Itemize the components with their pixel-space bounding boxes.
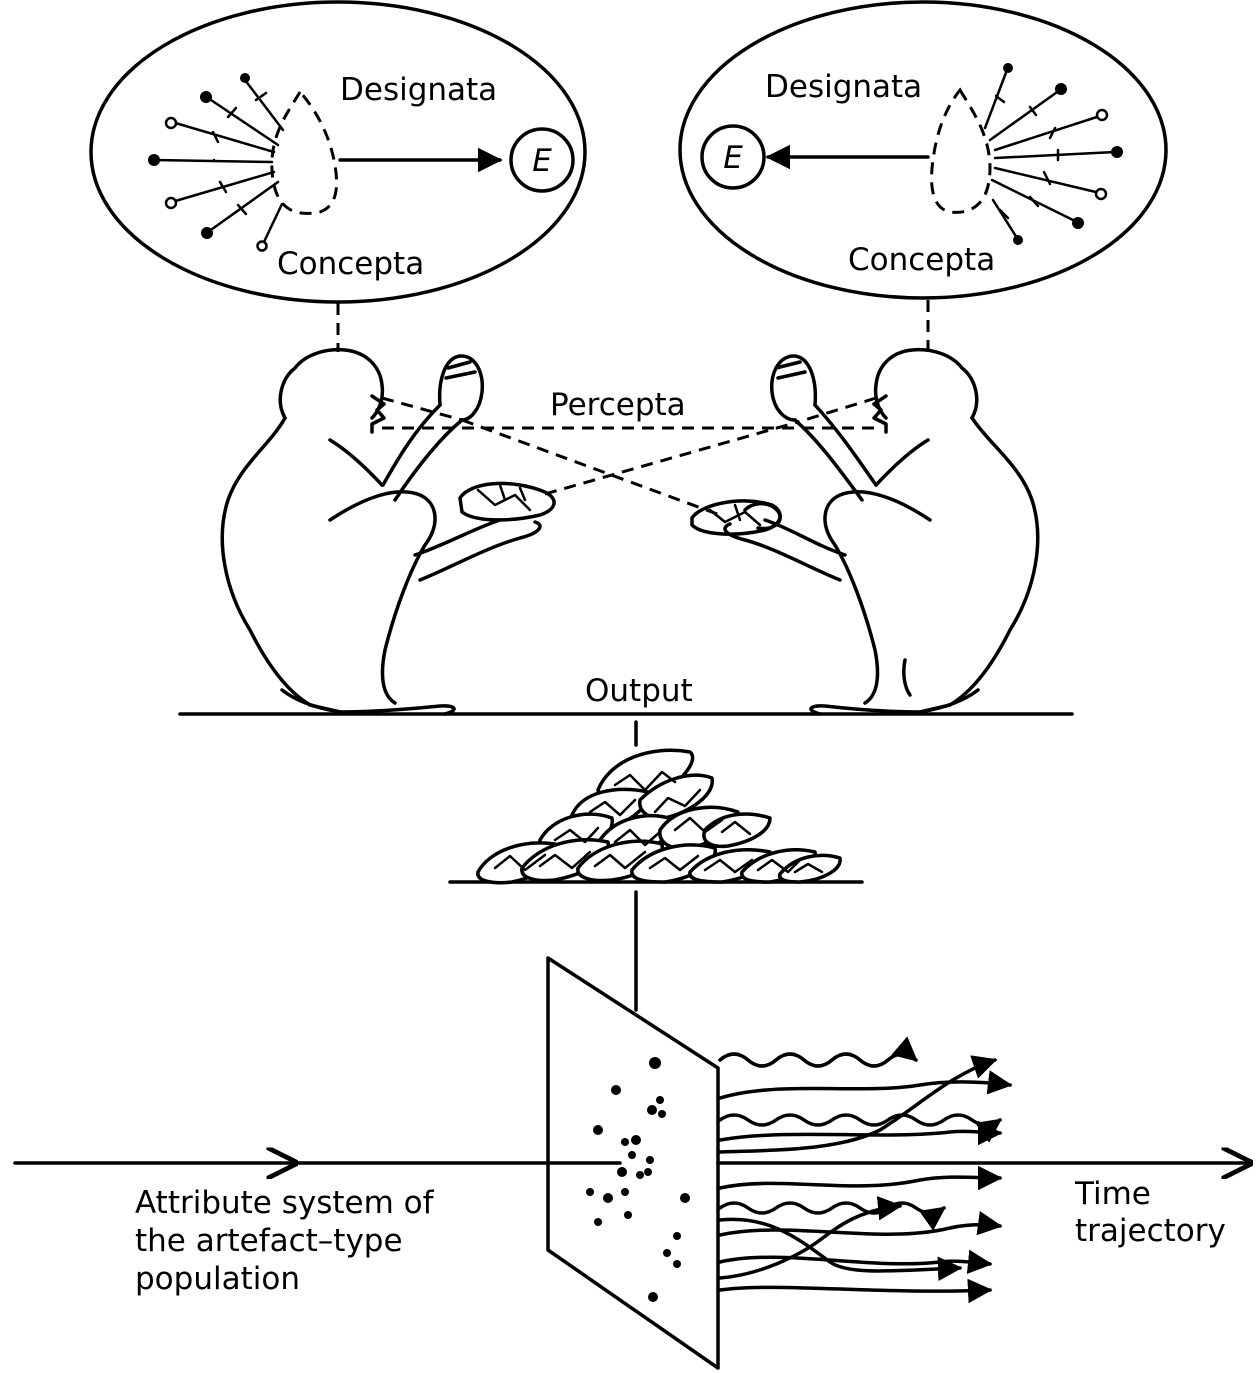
output-label: Output: [585, 673, 693, 709]
trajectory-lines: [720, 1054, 1010, 1291]
left-concepta-label: Concepta: [277, 246, 424, 282]
left-percept-rays: [155, 80, 283, 244]
percepta-label: Percepta: [550, 387, 686, 423]
attribute-points: [586, 1057, 690, 1302]
right-e-label: E: [723, 140, 743, 176]
left-concept-drop: [272, 92, 337, 213]
time-label-line1: Time: [1074, 1176, 1151, 1212]
attribute-label-line2: the artefact–type: [135, 1223, 403, 1259]
attribute-label-line1: Attribute system of: [135, 1185, 435, 1221]
right-designata-label: Designata: [765, 69, 922, 105]
right-core-stone: [692, 501, 780, 534]
time-label-line2: trajectory: [1075, 1213, 1226, 1249]
right-knapper-figure: [725, 350, 1038, 714]
right-concept-drop: [932, 90, 990, 212]
right-concepta-label: Concepta: [848, 242, 995, 278]
right-mind-ellipse: E Designata Concepta: [680, 2, 1166, 298]
left-designata-label: Designata: [340, 72, 497, 108]
left-knapper-figure: [222, 350, 540, 714]
left-core-stone: [460, 483, 554, 519]
left-mind-ellipse: E Designata Concepta: [91, 2, 585, 302]
attribute-label-line3: population: [135, 1261, 300, 1297]
handaxe-pile: [450, 750, 862, 882]
left-e-label: E: [532, 143, 552, 179]
